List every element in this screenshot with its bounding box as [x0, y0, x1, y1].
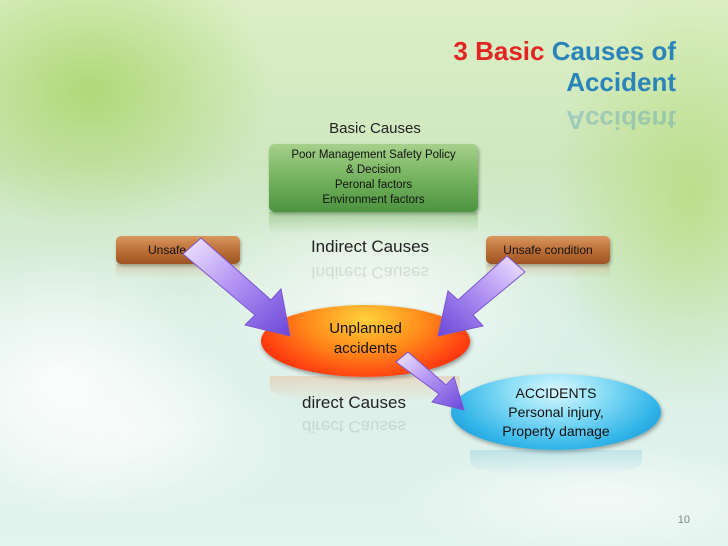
basic-cause-item: & Decision — [346, 164, 401, 176]
unplanned-line1: Unplanned — [329, 320, 402, 337]
unsafe-act-box: Unsafe act — [116, 236, 240, 264]
basic-cause-item: Poor Management Safety Policy — [291, 149, 456, 161]
title-accent: 3 Basic — [453, 36, 545, 66]
arrow-unsafe-act — [182, 237, 291, 337]
arrow-to-accidents — [395, 351, 465, 411]
accidents-line3: Property damage — [502, 423, 610, 439]
arrow-unsafe-condition — [437, 255, 526, 337]
unsafe-condition-box: Unsafe condition — [486, 236, 610, 264]
title-line2: Accident — [566, 67, 676, 97]
basic-causes-reflection — [269, 212, 478, 234]
accidents-line1: ACCIDENTS — [515, 385, 597, 401]
title-main: Causes of — [551, 36, 676, 66]
basic-causes-box: Poor Management Safety Policy & Decision… — [269, 144, 478, 212]
unsafe-condition-label: Unsafe condition — [503, 243, 593, 257]
page-number: 10 — [677, 514, 690, 526]
basic-cause-item: Peronal factors — [334, 179, 413, 191]
unplanned-accidents-oval: Unplanned accidents — [261, 305, 470, 377]
basic-cause-item: Environment factors — [322, 194, 425, 206]
direct-causes-label: direct Causes — [302, 393, 406, 412]
accidents-line2: Personal injury, — [508, 404, 604, 420]
basic-causes-heading: Basic Causes — [329, 120, 421, 137]
indirect-causes-label: Indirect Causes — [310, 237, 430, 256]
accidents-oval: ACCIDENTS Personal injury, Property dama… — [451, 374, 661, 450]
slide-title: 3 Basic Causes of Accident — [453, 36, 676, 98]
accidents-reflection — [470, 450, 642, 476]
unplanned-line2: accidents — [333, 340, 398, 357]
